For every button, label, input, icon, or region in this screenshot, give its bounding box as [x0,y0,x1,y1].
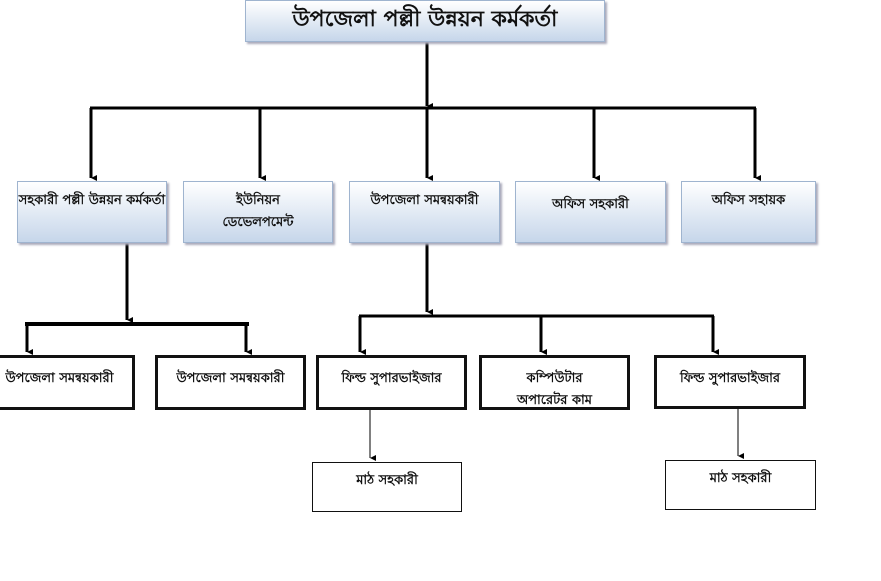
upazila-coordinator-box: উপজেলা সমন্বয়কারী [349,181,500,243]
office-assistant-box: অফিস সহকারী [515,181,666,243]
upazila-coordinator-box-1: উপজেলা সমন্বয়কারী [0,355,135,410]
field-assistant-box-2: মাঠ সহকারী [665,460,816,510]
upazila-coordinator-box-2: উপজেলা সমন্বয়কারী [155,355,306,410]
computer-operator-box: কম্পিউটার অপারেটর কাম [479,355,630,410]
office-helper-box: অফিস সহায়ক [681,181,816,243]
field-assistant-box-1: মাঠ সহকারী [312,462,462,512]
head-officer-box: উপজেলা পল্লী উন্নয়ন কর্মকর্তা [245,0,605,42]
field-supervisor-box-2: ফিল্ড সুপারভাইজার [654,355,806,409]
field-supervisor-box-1: ফিল্ড সুপারভাইজার [316,355,467,410]
assistant-rural-dev-officer-box: সহকারী পল্লী উন্নয়ন কর্মকর্তা [17,181,167,243]
union-development-box: ইউনিয়ন ডেভেলপমেন্ট [183,181,333,243]
